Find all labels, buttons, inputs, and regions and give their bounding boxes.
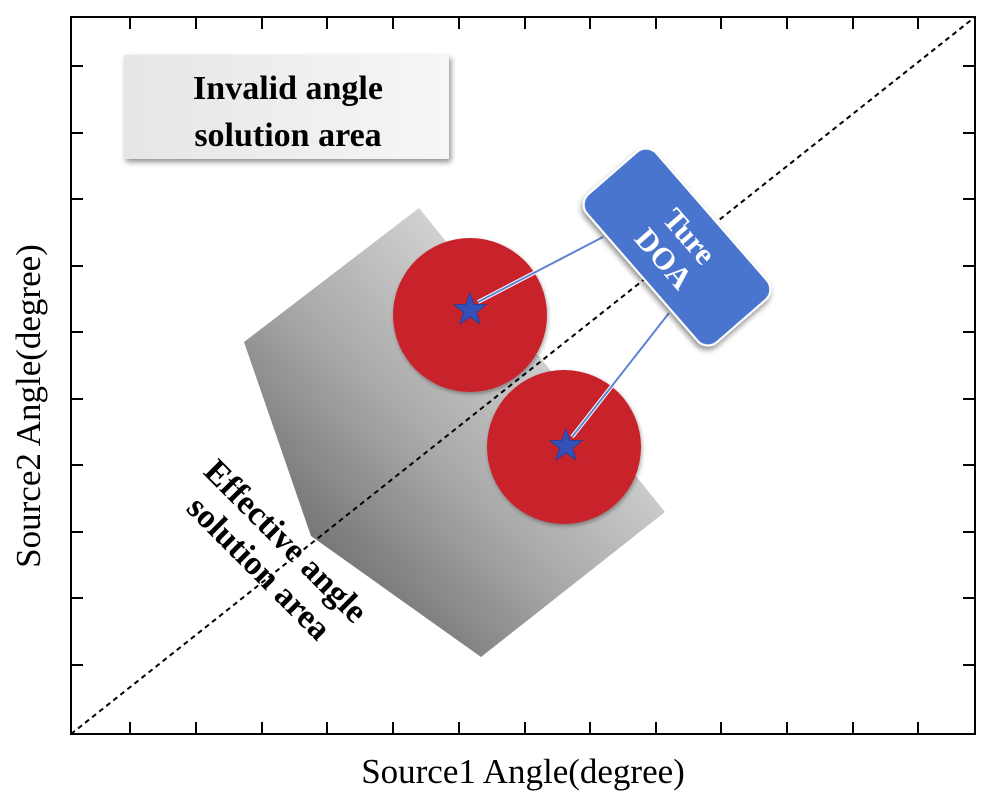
- effective-area-region: [244, 208, 665, 657]
- x-axis-label: Source1 Angle(degree): [361, 752, 685, 791]
- callout-connector-lower-inner: [571, 312, 670, 438]
- invalid-area-line2: solution area: [194, 117, 381, 154]
- plot-frame: [70, 16, 976, 735]
- star-icon: [548, 427, 584, 461]
- x-axis-ticks: [129, 17, 919, 734]
- invalid-area-label: Invalid angle solution area: [124, 55, 449, 159]
- invalid-area-line1: Invalid angle: [193, 70, 383, 107]
- y-axis-label: Source2 Angle(degree): [9, 244, 48, 568]
- star-icon: [452, 291, 488, 325]
- diagonal-boundary-line: [70, 16, 976, 735]
- y-axis-ticks: [71, 65, 975, 666]
- callout-connector-upper-inner: [477, 236, 604, 303]
- true-doa-callout: Ture DOA: [582, 147, 772, 347]
